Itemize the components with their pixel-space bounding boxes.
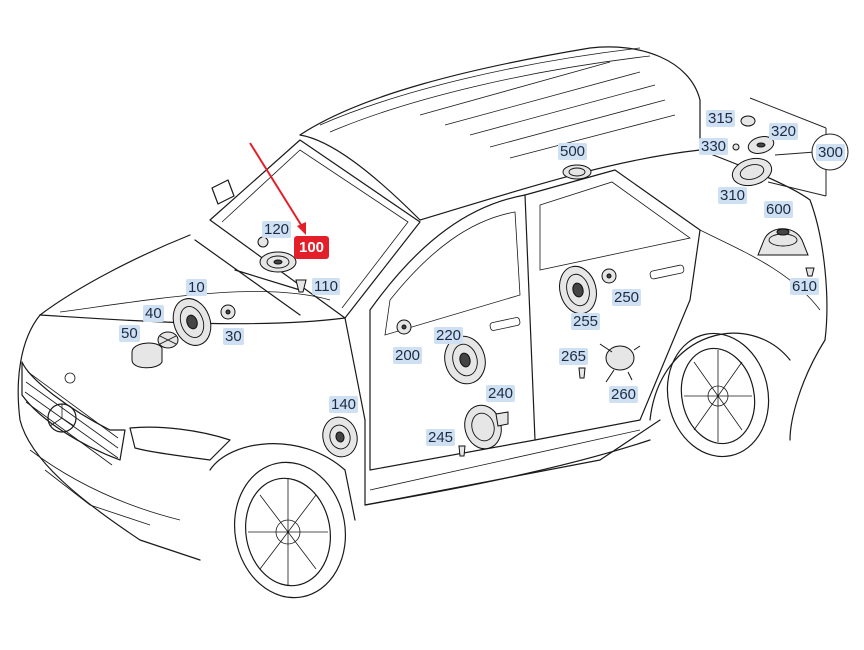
part-245-drawing <box>458 445 466 457</box>
part-40-drawing <box>157 331 179 349</box>
part-label-600[interactable]: 600 <box>764 201 794 218</box>
part-label-255[interactable]: 255 <box>571 313 601 330</box>
part-label-240[interactable]: 240 <box>486 385 516 402</box>
part-30-drawing <box>220 304 236 320</box>
part-label-330[interactable]: 330 <box>699 138 729 155</box>
part-label-310[interactable]: 310 <box>718 187 748 204</box>
speaker-part-140-drawing <box>322 416 358 458</box>
speaker-part-240-drawing <box>464 404 509 450</box>
subwoofer-part-600-drawing <box>757 228 809 256</box>
part-label-110[interactable]: 110 <box>312 278 340 295</box>
part-label-50[interactable]: 50 <box>119 325 140 342</box>
part-315-drawing <box>740 115 756 127</box>
speaker-part-310-drawing <box>731 157 773 187</box>
speaker-part-10-drawing <box>172 298 212 346</box>
part-265-drawing <box>578 367 586 379</box>
part-610-drawing <box>805 267 815 277</box>
part-label-220[interactable]: 220 <box>434 327 464 344</box>
speaker-part-500-drawing <box>562 164 592 180</box>
part-label-320[interactable]: 320 <box>769 123 799 140</box>
part-label-245[interactable]: 245 <box>426 429 456 446</box>
part-label-500[interactable]: 500 <box>558 143 588 160</box>
part-label-315[interactable]: 315 <box>706 110 736 127</box>
part-label-200[interactable]: 200 <box>393 347 423 364</box>
nut-part-120-drawing <box>257 236 269 248</box>
part-250-drawing <box>601 268 617 284</box>
callout-arrow <box>249 142 306 235</box>
clip-part-110-drawing <box>295 279 307 293</box>
part-320-drawing <box>747 136 775 154</box>
part-label-40[interactable]: 40 <box>143 305 164 322</box>
part-label-140[interactable]: 140 <box>329 396 359 413</box>
part-label-250[interactable]: 250 <box>612 289 642 306</box>
part-50-drawing <box>131 342 163 369</box>
part-label-120[interactable]: 120 <box>262 221 292 238</box>
part-label-100[interactable]: 100 <box>294 236 330 259</box>
speaker-part-100-drawing <box>259 251 297 273</box>
part-label-610[interactable]: 610 <box>790 278 820 295</box>
speaker-part-255-drawing <box>559 265 597 315</box>
part-label-260[interactable]: 260 <box>609 386 639 403</box>
part-330-drawing <box>732 143 740 151</box>
part-200-drawing <box>396 319 412 335</box>
part-label-30[interactable]: 30 <box>223 328 244 345</box>
part-label-265[interactable]: 265 <box>559 348 589 365</box>
part-label-300[interactable]: 300 <box>816 144 846 161</box>
part-label-10[interactable]: 10 <box>186 279 207 296</box>
speaker-part-260-drawing <box>599 343 641 383</box>
